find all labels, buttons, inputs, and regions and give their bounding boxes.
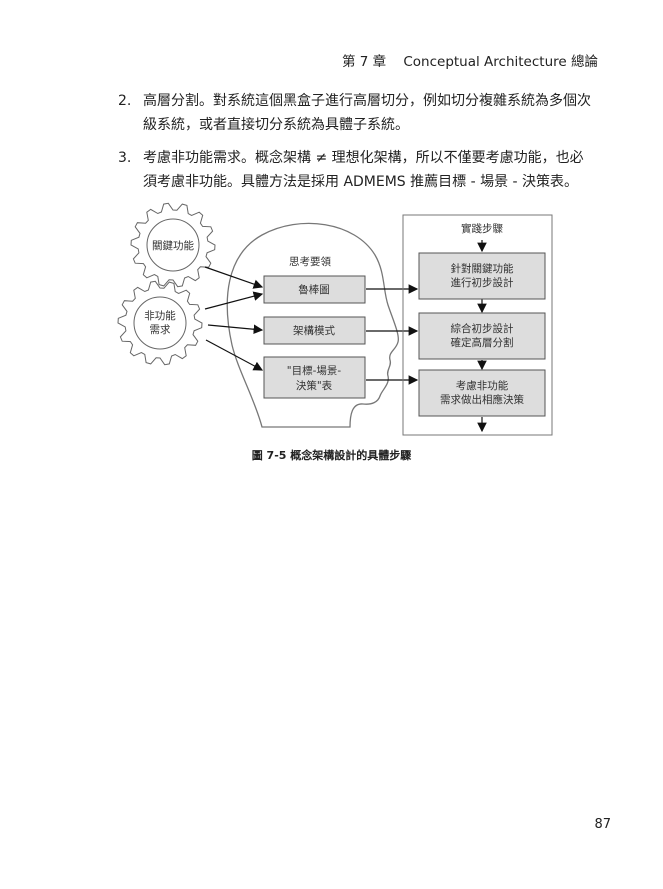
step-label: 綜合初步設計 bbox=[451, 322, 514, 335]
step-box bbox=[418, 312, 546, 360]
item-number: 3. bbox=[118, 150, 132, 166]
running-header: 第 7 章 Conceptual Architecture 總論 bbox=[342, 50, 598, 70]
think-box-label: 魯棒圖 bbox=[298, 283, 330, 296]
item-text: 考慮非功能需求。概念架構 ≠ 理想化架構，所以不僅要考慮功能，也必 bbox=[143, 150, 584, 166]
chapter-label: 第 7 章 bbox=[342, 54, 387, 70]
step-label: 針對關鍵功能 bbox=[451, 262, 514, 275]
chapter-title: Conceptual Architecture 總論 bbox=[403, 54, 598, 70]
think-box-label: 決策"表 bbox=[296, 379, 333, 392]
step-box bbox=[418, 252, 546, 300]
step-label: 進行初步設計 bbox=[451, 276, 514, 289]
step-label: 需求做出相應決策 bbox=[440, 393, 524, 406]
steps-container bbox=[402, 214, 553, 436]
step-label: 考慮非功能 bbox=[456, 379, 509, 392]
think-box-label: 架構模式 bbox=[293, 324, 335, 337]
arrows bbox=[204, 240, 487, 433]
think-box bbox=[263, 316, 366, 345]
figure-diagram: 關鍵功能 非功能 需求 思考要領 魯棒圖 架構模式 "目標-場景- 決策"表 實… bbox=[117, 202, 553, 436]
head-title: 思考要領 bbox=[289, 255, 331, 268]
step-label: 確定高層分割 bbox=[451, 336, 514, 349]
think-box-label: "目標-場景- bbox=[287, 364, 342, 377]
gear-inner bbox=[146, 218, 200, 272]
step-box bbox=[418, 369, 546, 417]
gear-label: 需求 bbox=[150, 324, 171, 336]
page-number: 87 bbox=[594, 817, 611, 832]
gear-label: 非功能 bbox=[144, 309, 176, 322]
item-number: 2. bbox=[118, 93, 132, 109]
gear-label: 關鍵功能 bbox=[152, 239, 194, 252]
item-text: 高層分割。對系統這個黑盒子進行高層切分，例如切分複雜系統為多個次 bbox=[143, 93, 591, 109]
think-box bbox=[263, 356, 366, 399]
head-outline bbox=[226, 222, 399, 428]
item-text: 須考慮非功能。具體方法是採用 ADMEMS 推薦目標 - 場景 - 決策表。 bbox=[143, 174, 579, 190]
figure-caption: 圖 7-5 概念架構設計的具體步驟 bbox=[251, 449, 412, 462]
steps-title: 實踐步驟 bbox=[461, 222, 503, 235]
item-text: 級系統，或者直接切分系統為具體子系統。 bbox=[143, 117, 409, 133]
think-box bbox=[263, 275, 366, 304]
gear-inner bbox=[133, 296, 187, 350]
